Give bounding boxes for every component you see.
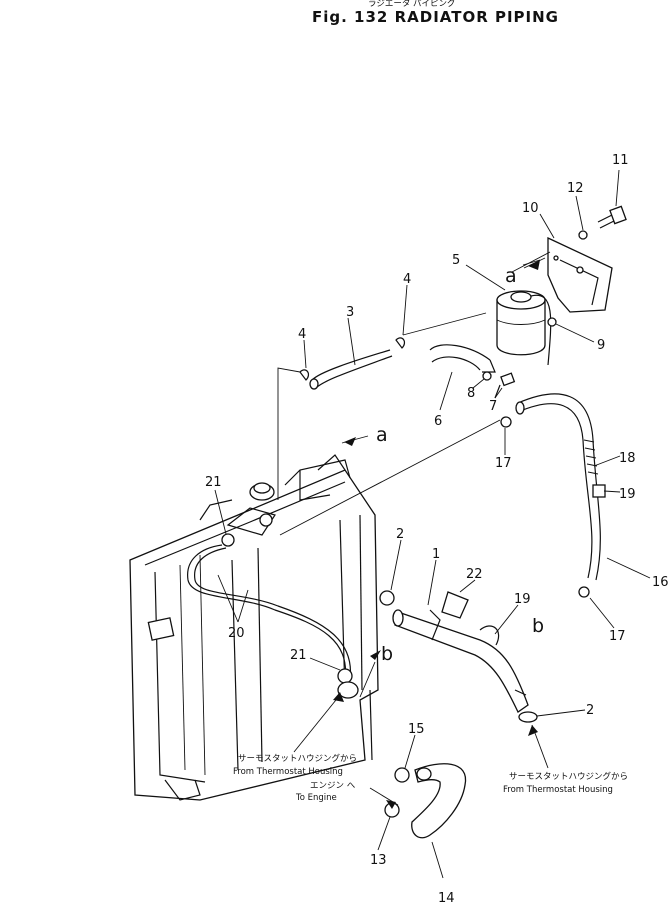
label-17a: 17 (495, 456, 512, 471)
clamp-17-upper (500, 416, 512, 428)
label-14: 14 (438, 891, 455, 904)
lower-hose-14 (411, 763, 467, 839)
label-4b: 4 (403, 272, 411, 287)
label-11: 11 (612, 153, 629, 168)
label-1: 1 (432, 547, 440, 562)
bolt-11 (597, 205, 627, 229)
engine-jp: エンジン へ (310, 781, 356, 791)
upper-pipe-1 (392, 591, 529, 713)
label-8: 8 (467, 386, 475, 401)
label-5: 5 (452, 253, 460, 268)
label-12: 12 (567, 181, 584, 196)
label-17b: 17 (609, 629, 626, 644)
thermostat-right-en: From Thermostat Housing (503, 785, 613, 795)
washer-12 (578, 230, 588, 240)
radiator-outlet (337, 681, 359, 699)
label-20: 20 (228, 626, 245, 641)
label-13: 13 (370, 853, 387, 868)
figure-title: Fig. 132 RADIATOR PIPING (312, 8, 559, 26)
ref-b-mid: b (381, 643, 393, 665)
label-15: 15 (408, 722, 425, 737)
label-19b: 19 (514, 592, 531, 607)
label-22: 22 (466, 567, 483, 582)
label-19a: 19 (619, 487, 636, 502)
radiator-core (129, 454, 379, 801)
overflow-hose (187, 533, 353, 684)
label-4a: 4 (298, 327, 306, 342)
clip-4-right (395, 337, 406, 349)
label-9: 9 (597, 338, 605, 353)
thermostat-left-jp: サーモスタットハウジングから (238, 753, 357, 764)
thermostat-right-jp: サーモスタットハウジングから (509, 771, 628, 782)
clamp-2-lower (518, 711, 538, 723)
label-10: 10 (522, 201, 539, 216)
ref-a-mid: a (376, 424, 388, 446)
bracket-10 (547, 236, 613, 313)
hose-16 (515, 393, 606, 581)
ref-a-top: a (505, 265, 517, 287)
label-21b: 21 (290, 648, 307, 663)
clamp-17-lower (578, 586, 590, 598)
arrowheads (333, 260, 540, 809)
clip-4-left (299, 369, 310, 381)
radiator-filler-neck (226, 482, 276, 536)
label-3: 3 (346, 305, 354, 320)
label-7: 7 (489, 399, 497, 414)
engine-en: To Engine (295, 793, 337, 803)
label-6: 6 (434, 414, 442, 429)
reservoir-tank (496, 290, 557, 366)
label-2a: 2 (396, 527, 404, 542)
bolt-7 (494, 372, 516, 399)
tank-band (429, 344, 496, 373)
label-18: 18 (619, 451, 636, 466)
label-2b: 2 (586, 703, 594, 718)
label-16: 16 (652, 575, 669, 590)
clamp-15 (394, 767, 410, 783)
label-21a: 21 (205, 475, 222, 490)
ref-b-low: b (532, 615, 544, 637)
partial-japanese-title: ラジエータ パイピング (368, 0, 456, 9)
part-3-hose (309, 349, 393, 390)
washer-8 (482, 371, 492, 381)
thermostat-left-en: From Thermostat Housing (233, 767, 343, 777)
clamp-2-upper (379, 590, 395, 606)
